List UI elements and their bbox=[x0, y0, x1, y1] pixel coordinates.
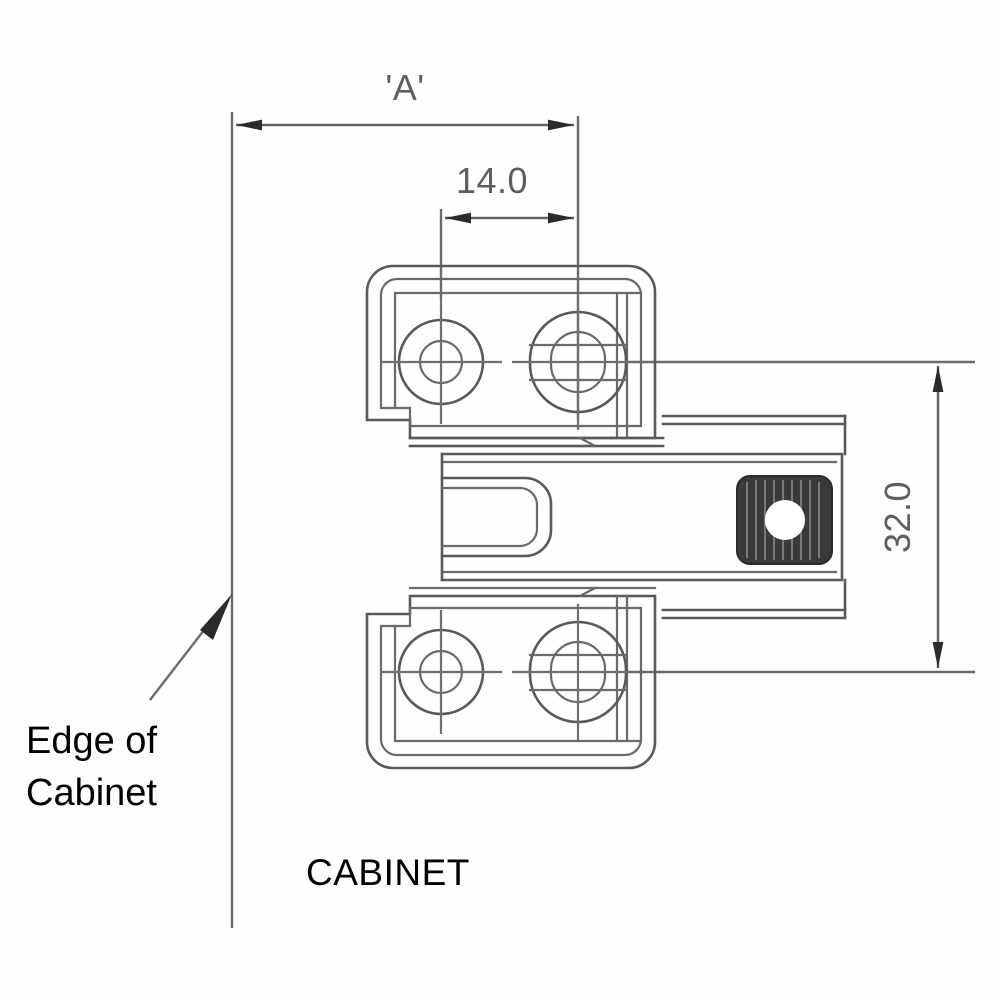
edge-of-cabinet-line-1: Edge of bbox=[26, 720, 157, 762]
central-body bbox=[408, 414, 847, 620]
lower-round-hole bbox=[380, 610, 502, 734]
dimension-14-label: 14.0 bbox=[456, 160, 528, 201]
dimension-14: 14.0 bbox=[439, 160, 574, 300]
knurled-cam-screw bbox=[736, 475, 833, 565]
upper-round-hole bbox=[380, 300, 502, 424]
dimension-a: 'A' bbox=[236, 67, 580, 420]
dimension-32: 32.0 bbox=[625, 360, 975, 674]
edge-of-cabinet-leader bbox=[149, 594, 232, 701]
cabinet-caption: CABINET bbox=[306, 852, 470, 893]
dimension-a-label: 'A' bbox=[385, 67, 424, 108]
upper-mounting-plate bbox=[365, 264, 657, 448]
lower-mounting-plate bbox=[365, 586, 657, 770]
spring-tongue-cutout bbox=[440, 476, 553, 558]
lower-slotted-hole bbox=[512, 604, 628, 740]
upper-slotted-hole bbox=[512, 296, 628, 430]
edge-of-cabinet-annotation: Edge of Cabinet bbox=[26, 715, 276, 819]
edge-of-cabinet-line-2: Cabinet bbox=[26, 772, 157, 814]
dimension-32-label: 32.0 bbox=[877, 481, 918, 553]
